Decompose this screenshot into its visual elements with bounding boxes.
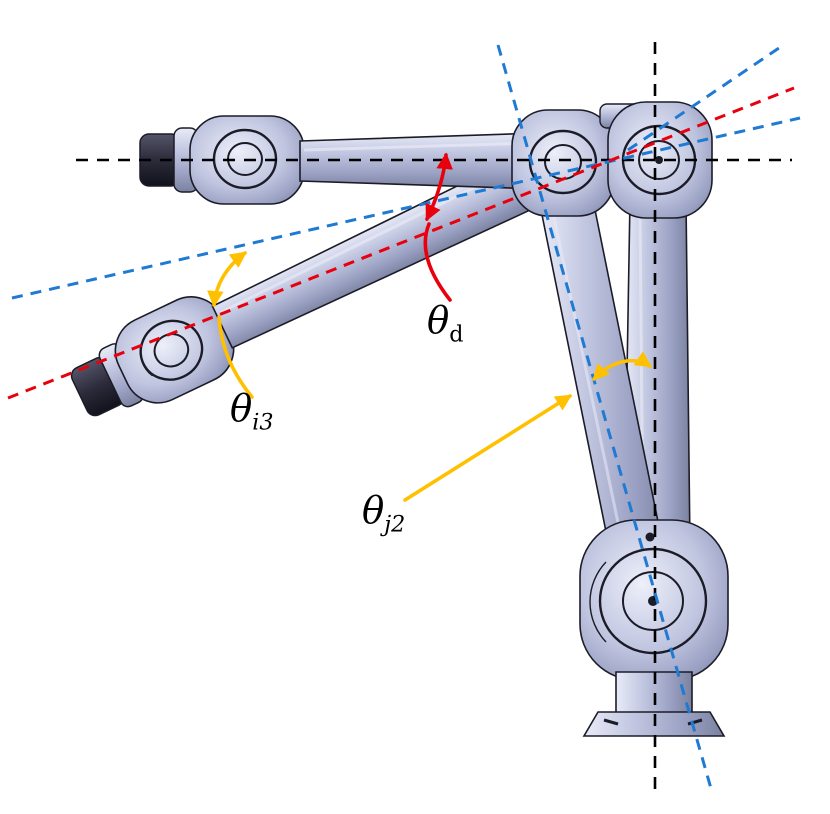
- base-ring-inner: [622, 571, 684, 631]
- blue-guide-line-shallow: [11, 116, 801, 300]
- theta-d-leader: [423, 222, 452, 302]
- angle-annotations: [207, 152, 653, 502]
- elbow-center-dot: [655, 156, 663, 164]
- theta-j2-subscript: j2: [384, 511, 406, 538]
- theta-d-subscript: d: [449, 321, 464, 348]
- wrist-crescent-top: [213, 139, 222, 174]
- theta-i3-leader: [217, 315, 254, 399]
- theta-i3-arc-arrow: [207, 251, 248, 308]
- theta-j2-leader-arrow: [403, 394, 573, 502]
- theta-i3-symbol: θ: [230, 387, 253, 430]
- flange-mark-left: [603, 718, 619, 726]
- tilted-column-highlight: [550, 207, 632, 581]
- base-bolt-dot: [645, 532, 655, 542]
- base-ring-outer: [598, 547, 708, 655]
- theta-d-label: θd: [427, 299, 463, 345]
- wrist-joint-ring-inner: [153, 333, 190, 368]
- blue-guide-line-steep: [496, 44, 714, 793]
- theta-j2-label: θj2: [362, 489, 405, 535]
- blue-guide-line-upper-right: [627, 44, 783, 152]
- flange-mark-right: [687, 718, 703, 726]
- forearm-highlight: [219, 165, 517, 315]
- elbow-ring-inner-right: [638, 140, 680, 180]
- theta-j2-arc-arrow: [592, 351, 653, 381]
- theta-j2-symbol: θ: [362, 489, 385, 532]
- elbow-joint-housing-left: [511, 109, 615, 217]
- theta-d-symbol: θ: [427, 299, 450, 342]
- forearm-highlight-top: [303, 141, 535, 152]
- theta-i3-label: θi3: [230, 387, 274, 433]
- theta-i3-subscript: i3: [252, 409, 274, 436]
- theta-d-arc-arrow: [425, 152, 453, 222]
- red-guide-line: [7, 86, 795, 400]
- base-crescent: [589, 561, 607, 643]
